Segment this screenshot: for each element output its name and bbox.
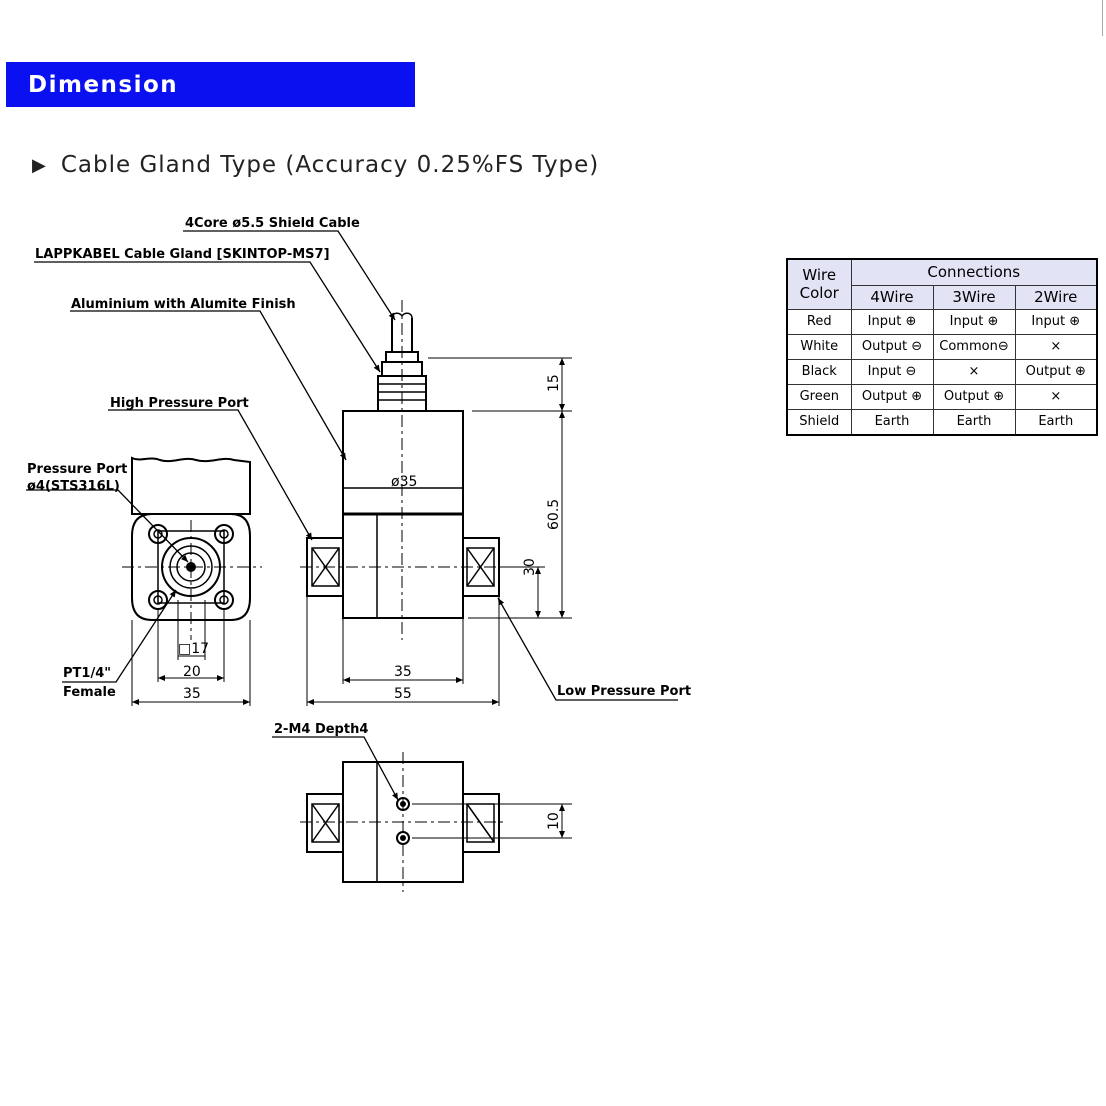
table-row: Red Input ⊕ Input ⊕ Input ⊕	[786, 308, 1098, 335]
table-cell: Earth	[932, 408, 1016, 436]
subtitle-text: Cable Gland Type (Accuracy 0.25%FS Type)	[60, 152, 600, 178]
wire-color-cell: White	[786, 333, 852, 360]
pressure-port-size-label: ø4(STS316L)	[27, 479, 120, 494]
table-cell: Common⊖	[932, 333, 1016, 360]
table-cell: Output ⊕	[850, 383, 934, 410]
type-2wire-header: 2Wire	[1014, 284, 1098, 310]
table-row: Black Input ⊖ × Output ⊕	[786, 358, 1098, 385]
pressure-port-label: Pressure Port	[27, 462, 127, 477]
table-cell: Output ⊖	[850, 333, 934, 360]
front-view-dimensions	[306, 357, 572, 706]
dim-55: 55	[394, 686, 412, 702]
dim-30: 30	[522, 558, 538, 576]
dim-35-side: 35	[183, 686, 201, 702]
connections-header: Connections	[850, 258, 1098, 286]
dim-35-front: 35	[394, 664, 412, 680]
high-pressure-port-label: High Pressure Port	[110, 396, 249, 411]
table-cell: Earth	[1014, 408, 1098, 436]
dim-10: 10	[546, 812, 562, 830]
type-4wire-header: 4Wire	[850, 284, 934, 310]
table-cell: ×	[1014, 383, 1098, 410]
wire-color-cell: Red	[786, 308, 852, 335]
female-label: Female	[63, 685, 116, 700]
section-title: Dimension	[28, 71, 179, 98]
table-cell: Input ⊕	[932, 308, 1016, 335]
m4-depth-label: 2-M4 Depth4	[274, 722, 368, 737]
table-cell: Output ⊕	[932, 383, 1016, 410]
edge-divider	[1102, 0, 1103, 36]
gland-label: LAPPKABEL Cable Gland [SKINTOP-MS7]	[35, 247, 330, 262]
triangle-icon: ▶	[32, 154, 47, 176]
wire-color-cell: Black	[786, 358, 852, 385]
dim-60-5: 60.5	[546, 499, 562, 530]
wire-color-cell: Green	[786, 383, 852, 410]
dim-15: 15	[546, 374, 562, 392]
table-cell: Earth	[850, 408, 934, 436]
dim-dia-35: ø35	[391, 474, 417, 490]
section-header: Dimension	[6, 62, 415, 107]
cable-label: 4Core ø5.5 Shield Cable	[185, 216, 360, 231]
table-cell: Output ⊕	[1014, 358, 1098, 385]
body-finish-label: Aluminium with Alumite Finish	[71, 297, 296, 312]
table-cell: Input ⊕	[850, 308, 934, 335]
front-view	[300, 300, 505, 640]
side-view-dimensions	[131, 600, 251, 706]
side-view	[122, 456, 262, 640]
table-cell: Input ⊕	[1014, 308, 1098, 335]
table-cell: ×	[932, 358, 1016, 385]
dim-square-17: □17	[178, 641, 209, 657]
table-row: Shield Earth Earth Earth	[786, 408, 1098, 436]
table-cell: ×	[1014, 333, 1098, 360]
low-pressure-port-label: Low Pressure Port	[557, 684, 691, 699]
pt-thread-label: PT1/4"	[63, 666, 111, 681]
leader-lines	[26, 230, 678, 801]
table-row: Green Output ⊕ Output ⊕ ×	[786, 383, 1098, 410]
dimension-labels: 15 60.5 30 ø35 35 55 □17 20 35 10	[178, 374, 562, 830]
top-view-dimensions	[412, 803, 572, 839]
table-row: White Output ⊖ Common⊖ ×	[786, 333, 1098, 360]
dim-20: 20	[183, 664, 201, 680]
top-view	[300, 752, 505, 892]
wire-color-cell: Shield	[786, 408, 852, 436]
type-3wire-header: 3Wire	[932, 284, 1016, 310]
table-cell: Input ⊖	[850, 358, 934, 385]
subtitle: ▶ Cable Gland Type (Accuracy 0.25%FS Typ…	[32, 148, 599, 182]
callout-labels: 4Core ø5.5 Shield Cable LAPPKABEL Cable …	[27, 216, 691, 737]
